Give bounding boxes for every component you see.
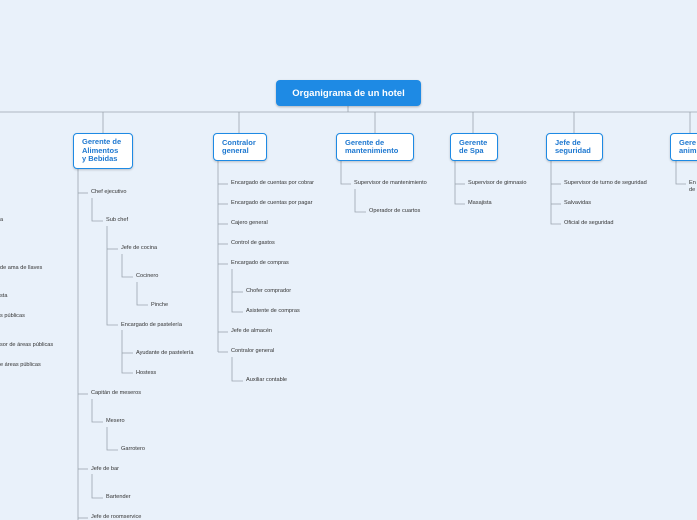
item-cuentas-por-cobrar[interactable]: Encargado de cuentas por cobrar	[231, 180, 315, 186]
item-cocinero[interactable]: Cocinero	[136, 273, 159, 279]
item-animacion-1[interactable]: En	[689, 180, 696, 186]
item-jefe-almacen[interactable]: Jefe de almacén	[231, 328, 273, 334]
branch-node-alimentos[interactable]: Gerente de Alimentos y Bebidas	[73, 133, 133, 169]
item-bartender[interactable]: Bartender	[106, 494, 131, 500]
item-masajista[interactable]: Masajista	[468, 200, 492, 206]
item-jefe-de-bar[interactable]: Jefe de bar	[91, 466, 119, 472]
left-item-1[interactable]: a	[0, 217, 4, 223]
item-supervisor-turno[interactable]: Supervisor de turno de seguridad	[564, 180, 647, 186]
item-sub-chef[interactable]: Sub chef	[106, 217, 129, 223]
item-salvavidas[interactable]: Salvavidas	[564, 200, 592, 206]
item-garrotero[interactable]: Garrotero	[121, 446, 145, 452]
item-pinche[interactable]: Pinche	[151, 302, 169, 308]
item-control-gastos[interactable]: Control de gastos	[231, 240, 275, 246]
branch-node-mantenimiento[interactable]: Gerente de mantenimiento	[336, 133, 414, 161]
item-animacion-2[interactable]: de	[689, 187, 696, 193]
item-capitan-meseros[interactable]: Capitán de meseros	[91, 390, 142, 396]
item-cuentas-por-pagar[interactable]: Encargado de cuentas por pagar	[231, 200, 313, 206]
item-supervisor-mantenimiento[interactable]: Supervisor de mantenimiento	[354, 180, 427, 186]
item-mesero[interactable]: Mesero	[106, 418, 125, 424]
item-jefe-roomservice[interactable]: Jefe de roomservice	[91, 514, 142, 520]
left-item-4[interactable]: s públicas	[0, 313, 25, 319]
left-item-5[interactable]: sor de áreas públicas	[0, 342, 54, 348]
item-ayudante-pasteleria[interactable]: Ayudante de pastelería	[136, 350, 194, 356]
branch-node-spa[interactable]: Gerente de Spa	[450, 133, 498, 161]
item-jefe-de-cocina[interactable]: Jefe de cocina	[121, 245, 158, 251]
root-node-title[interactable]: Organigrama de un hotel	[276, 80, 421, 106]
branch-node-contralor[interactable]: Contralor general	[213, 133, 267, 161]
branch-node-seguridad[interactable]: Jefe de seguridad	[546, 133, 603, 161]
item-supervisor-gimnasio[interactable]: Supervisor de gimnasio	[468, 180, 527, 186]
item-asistente-compras[interactable]: Asistente de compras	[246, 308, 300, 314]
item-oficial-seguridad[interactable]: Oficial de seguridad	[564, 220, 614, 226]
item-encargado-pasteleria[interactable]: Encargado de pastelería	[121, 322, 182, 328]
item-chef-ejecutivo[interactable]: Chef ejecutivo	[91, 189, 127, 195]
item-operador-cuartos[interactable]: Operador de cuartos	[369, 208, 421, 214]
left-item-3[interactable]: sta	[0, 293, 8, 299]
left-item-6[interactable]: e áreas públicas	[0, 362, 41, 368]
branch-node-animacion[interactable]: Gere anim	[670, 133, 697, 161]
item-cajero-general[interactable]: Cajero general	[231, 220, 268, 226]
item-chofer-comprador[interactable]: Chofer comprador	[246, 288, 292, 294]
item-contralor-general[interactable]: Contralor general	[231, 348, 275, 354]
item-auxiliar-contable[interactable]: Auxiliar contable	[246, 377, 288, 383]
item-hostess[interactable]: Hostess	[136, 370, 157, 376]
item-encargado-compras[interactable]: Encargado de compras	[231, 260, 289, 266]
left-item-2[interactable]: de ama de llaves	[0, 265, 43, 271]
